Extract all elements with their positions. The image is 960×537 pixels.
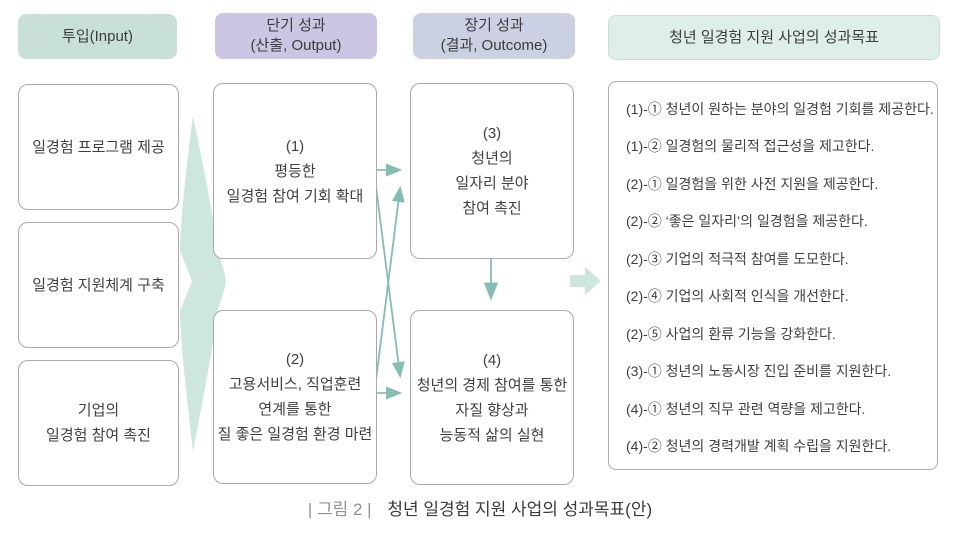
box-text: 능동적 삶의 실현 — [439, 426, 545, 444]
box-number: (2) — [285, 351, 305, 368]
box-text: 일경험 프로그램 제공 — [32, 138, 165, 156]
header-label: 청년 일경험 지원 사업의 성과목표 — [669, 28, 879, 46]
goal-item: (2)-① 일경험을 위한 사전 지원을 제공한다. — [626, 175, 879, 192]
box-text: 자질 향상과 — [455, 401, 529, 419]
arrow-output2-to-outcome3 — [374, 185, 405, 389]
box-text: 일경험 참여 기회 확대 — [226, 187, 364, 205]
outcome-box-4-active-life: (4) 청년의 경제 참여를 통한 자질 향상과 능동적 삶의 실현 — [410, 310, 574, 485]
box-text: 기업의 — [77, 402, 120, 419]
column-header-long-term-outcome: 장기 성과 (결과, Outcome) — [413, 13, 575, 59]
goal-item: (2)-④ 기업의 사회적 인식을 개선한다. — [626, 288, 849, 305]
outcome-box-3-job-participation: (3) 청년의 일자리 분야 참여 촉진 — [410, 83, 574, 259]
box-text: 일경험 지원체계 구축 — [32, 276, 165, 294]
goals-panel: (1)-① 청년이 원하는 분야의 일경험 기회를 제공한다. (1)-② 일경… — [608, 81, 938, 470]
box-text: 참여 촉진 — [462, 200, 522, 217]
header-sublabel: (산출, Output) — [250, 37, 342, 54]
outcomes-to-goals-arrow — [570, 267, 601, 295]
goal-item: (2)-③ 기업의 적극적 참여를 도모한다. — [626, 250, 849, 267]
goal-item: (4)-① 청년의 직무 관련 역량을 제고한다. — [626, 400, 866, 417]
box-text: 청년의 경제 참여를 통한 — [416, 376, 568, 394]
box-number: (1) — [285, 137, 305, 155]
goal-item: (1)-② 일경험의 물리적 접근성을 제고한다. — [626, 138, 875, 155]
column-header-program-goals: 청년 일경험 지원 사업의 성과목표 — [608, 15, 940, 60]
header-sublabel: (결과, Outcome) — [440, 37, 548, 54]
box-text: 일자리 분야 — [455, 175, 529, 192]
goal-item: (3)-① 청년의 노동시장 진입 준비를 지원한다. — [626, 363, 892, 380]
input-box-work-experience-program: 일경험 프로그램 제공 — [18, 84, 179, 210]
goal-item: (1)-① 청년이 원하는 분야의 일경험 기회를 제공한다. — [626, 101, 934, 117]
goal-item: (4)-② 청년의 경력개발 계획 수립을 지원한다. — [626, 437, 892, 454]
box-text: 청년의 — [471, 150, 513, 167]
box-text: 질 좋은 일경험 환경 마련 — [217, 426, 373, 443]
box-text: 평등한 — [274, 162, 316, 180]
column-header-short-term-output: 단기 성과 (산출, Output) — [215, 13, 377, 59]
box-text: 일경험 참여 촉진 — [46, 427, 151, 444]
arrow-output1-to-outcome4 — [374, 178, 405, 379]
box-number: (3) — [482, 125, 502, 142]
output-box-2-quality-environment: (2) 고용서비스, 직업훈련 연계를 통한 질 좋은 일경험 환경 마련 — [213, 310, 377, 484]
column-header-input: 투입(Input) — [18, 14, 177, 59]
box-text: 고용서비스, 직업훈련 — [228, 376, 362, 393]
figure-caption: | 그림 2 | 청년 일경험 지원 사업의 성과목표(안) — [0, 498, 960, 522]
header-label: 단기 성과 — [266, 17, 326, 34]
box-text: 연계를 통한 — [258, 401, 332, 418]
box-number: (4) — [482, 351, 502, 369]
input-box-company-participation: 기업의 일경험 참여 촉진 — [18, 360, 179, 486]
header-label: 장기 성과 — [464, 17, 524, 34]
goal-item: (2)-② ‘좋은 일자리’의 일경험을 제공한다. — [626, 213, 868, 230]
goal-item: (2)-⑤ 사업의 환류 기능을 강화한다. — [626, 325, 836, 342]
input-box-support-system: 일경험 지원체계 구축 — [18, 222, 179, 348]
header-label: 투입(Input) — [62, 27, 133, 45]
output-box-1-equal-opportunity: (1) 평등한 일경험 참여 기회 확대 — [213, 83, 377, 259]
figure-title: 청년 일경험 지원 사업의 성과목표(안) — [387, 500, 653, 519]
figure-number-label: | 그림 2 | — [307, 500, 372, 519]
